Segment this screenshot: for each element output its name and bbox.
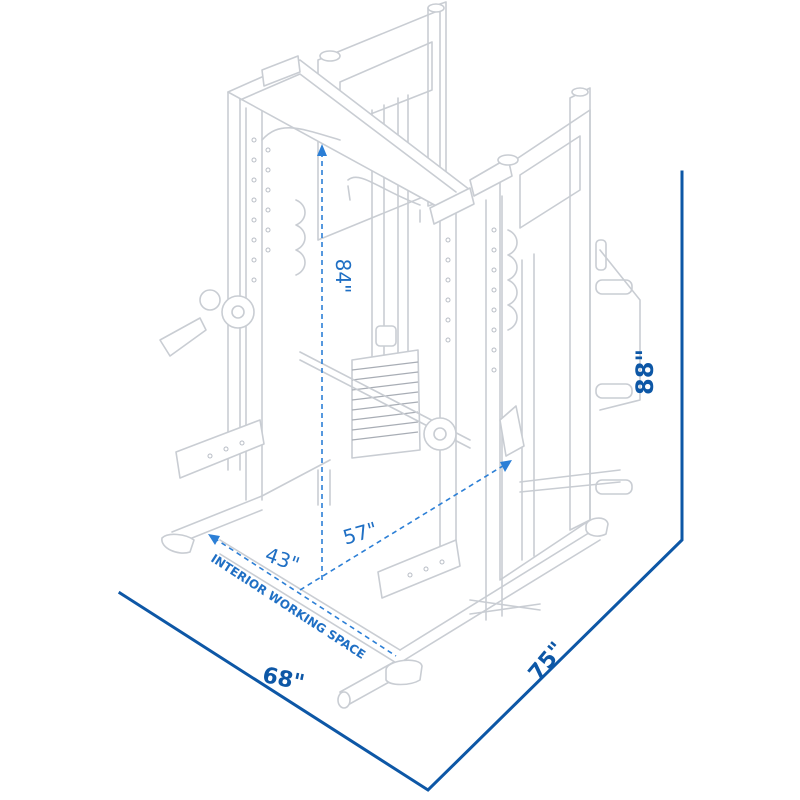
- left-safety-arm: [175, 419, 265, 479]
- base-right-spokes: [469, 599, 541, 615]
- right-upright-holes: [445, 227, 497, 373]
- power-rack-equipment: [159, 1, 641, 709]
- label-interior-depth: 57": [340, 517, 380, 550]
- weight-stack-top-pulley: [375, 325, 397, 347]
- label-interior-height: 84": [331, 259, 355, 294]
- rear-left-upright: [227, 91, 241, 471]
- label-width-outer: 68": [260, 663, 306, 696]
- left-cable-handle: [159, 317, 207, 357]
- top-left-cap: [319, 50, 341, 62]
- interior-height-arrow: [317, 144, 327, 156]
- weight-horns: [595, 239, 633, 495]
- right-tower-rods: [521, 253, 535, 561]
- front-right-upright: [485, 195, 503, 621]
- right-tower-cap: [571, 87, 589, 97]
- bar-hooks-left: [295, 199, 306, 276]
- base-left-foot: [161, 533, 195, 554]
- left-upright-holes: [251, 137, 271, 283]
- label-interior-width: 43": [262, 542, 303, 576]
- top-left-bracket: [261, 55, 301, 87]
- interior-width-arrow: [208, 534, 220, 545]
- interior-width-line: [213, 537, 397, 657]
- base-front-rail: [219, 539, 401, 665]
- interior-depth-line: [299, 463, 507, 591]
- left-pulley: [221, 295, 255, 329]
- weight-stack-plates: [351, 361, 419, 441]
- right-tower-panel: [499, 109, 591, 581]
- label-height-outer: 88": [631, 349, 659, 395]
- right-safety-arm: [377, 539, 461, 599]
- right-cable-handle: [499, 405, 525, 457]
- front-center-upright: [439, 205, 457, 561]
- base-left-rail: [171, 459, 331, 547]
- bar-hooks-right: [507, 229, 518, 331]
- label-depth-outer: 75": [524, 638, 570, 686]
- top-right-bracket: [429, 187, 475, 225]
- base-front-foot: [385, 659, 423, 686]
- rear-tower-cap: [427, 3, 445, 13]
- outer-footprint-outline: [117, 170, 684, 792]
- cable-guide-rods: [371, 94, 409, 451]
- right-tower-plate: [519, 135, 581, 229]
- pullup-handle-left: [261, 127, 341, 141]
- right-storage-bar: [519, 469, 621, 493]
- pullup-handle-right: [347, 176, 421, 206]
- interior-depth-arrow: [500, 460, 512, 472]
- right-pulley: [423, 417, 457, 451]
- base-right-rail: [397, 525, 601, 665]
- outer-dimension-lines: [117, 170, 684, 792]
- interior-dimension-lines: [208, 144, 512, 657]
